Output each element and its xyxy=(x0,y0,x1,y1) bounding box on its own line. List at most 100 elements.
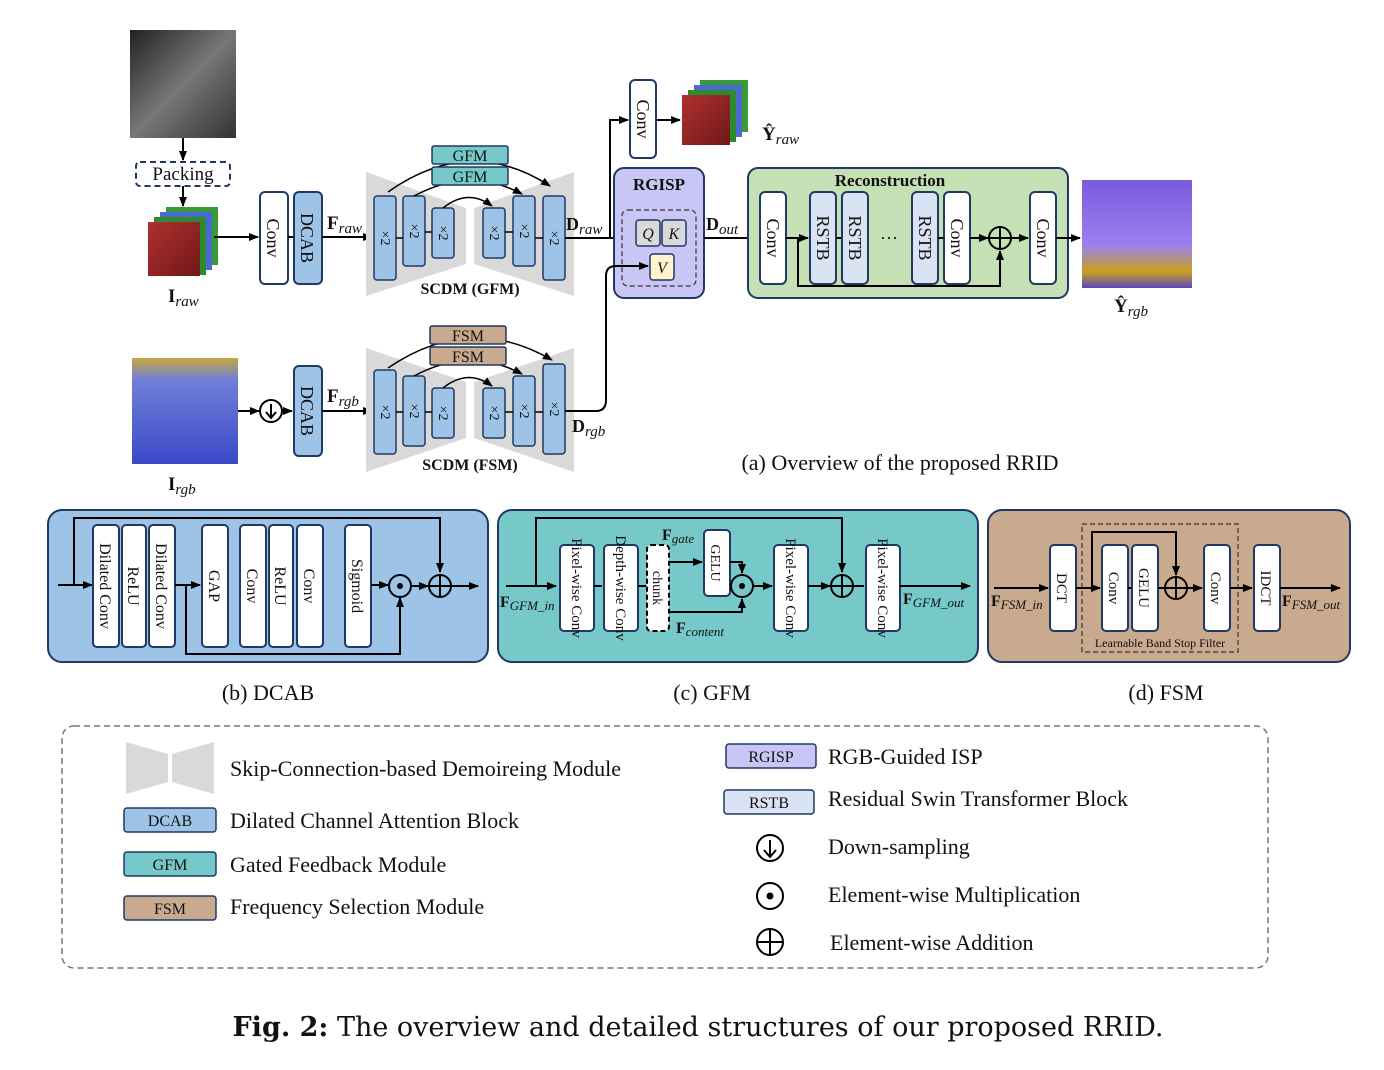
svg-text:V: V xyxy=(657,260,669,277)
svg-text:×2: ×2 xyxy=(486,406,501,421)
svg-text:ReLU: ReLU xyxy=(124,566,141,606)
svg-text:GFM: GFM xyxy=(453,169,488,186)
svg-text:Conv: Conv xyxy=(263,218,283,257)
svg-text:DCAB: DCAB xyxy=(297,386,317,436)
svg-text:Skip-Connection-based Demoirei: Skip-Connection-based Demoireing Module xyxy=(230,756,621,781)
svg-text:RGISP: RGISP xyxy=(633,175,685,194)
overview-caption: (a) Overview of the proposed RRID xyxy=(741,450,1058,475)
legend-mult-icon xyxy=(756,882,784,910)
svg-text:Conv: Conv xyxy=(1207,572,1223,605)
d-out-label: Dout xyxy=(706,214,739,238)
svg-text:Residual Swin Transformer Bloc: Residual Swin Transformer Block xyxy=(828,786,1128,811)
svg-text:Dilated Channel Attention Bloc: Dilated Channel Attention Block xyxy=(230,808,519,833)
svg-text:FGFM_out: FGFM_out xyxy=(903,591,964,610)
svg-text:chunk: chunk xyxy=(649,571,664,605)
svg-text:···: ··· xyxy=(880,228,898,248)
svg-text:FFSM_in: FFSM_in xyxy=(991,593,1043,612)
y-raw-label: Ŷraw xyxy=(762,123,799,148)
i-raw-label: Iraw xyxy=(168,286,199,310)
svg-text:FGFM_in: FGFM_in xyxy=(500,594,555,613)
svg-text:Down-sampling: Down-sampling xyxy=(828,834,970,859)
fsm-tag-top xyxy=(429,325,507,345)
svg-text:×2: ×2 xyxy=(435,226,450,241)
svg-text:ReLU: ReLU xyxy=(271,566,288,606)
svg-text:Conv: Conv xyxy=(1105,572,1121,605)
svg-text:×2: ×2 xyxy=(516,224,531,239)
k-box xyxy=(661,219,687,247)
svg-text:×2: ×2 xyxy=(546,402,561,417)
svg-text:Pixel-wise Conv: Pixel-wise Conv xyxy=(782,538,798,638)
svg-text:FFSM_out: FFSM_out xyxy=(1282,593,1341,612)
rgb-input-image xyxy=(132,358,238,464)
y-rgb-image xyxy=(1082,180,1192,288)
svg-text:FSM: FSM xyxy=(452,328,484,345)
q-box xyxy=(635,219,661,247)
svg-text:DCAB: DCAB xyxy=(297,213,317,263)
svg-text:RSTB: RSTB xyxy=(749,795,789,812)
svg-text:Element-wise Addition: Element-wise Addition xyxy=(830,930,1033,955)
svg-text:RSTB: RSTB xyxy=(813,215,833,260)
svg-text:DCAB: DCAB xyxy=(148,813,192,830)
svg-text:Conv: Conv xyxy=(300,569,317,604)
scdm-gfm-label: SCDM (GFM) xyxy=(420,281,519,298)
svg-text:FSM: FSM xyxy=(154,901,186,918)
svg-text:Dilated Conv: Dilated Conv xyxy=(96,543,113,629)
svg-text:Conv: Conv xyxy=(947,218,967,257)
f-rgb-label: Frgb xyxy=(327,386,359,410)
svg-text:×2: ×2 xyxy=(516,404,531,419)
svg-text:×2: ×2 xyxy=(406,404,421,419)
legend-box xyxy=(61,725,1269,969)
legend-scdm-icon xyxy=(126,742,168,794)
figure-caption: Fig. 2: The overview and detailed struct… xyxy=(233,1012,1164,1043)
svg-text:IDCT: IDCT xyxy=(1257,571,1273,606)
svg-text:Conv: Conv xyxy=(243,569,260,604)
svg-text:Fcontent: Fcontent xyxy=(676,620,724,639)
svg-text:RGB-Guided ISP: RGB-Guided ISP xyxy=(828,744,983,769)
svg-text:GELU: GELU xyxy=(1135,568,1151,608)
fsm-caption: (d) FSM xyxy=(1128,680,1203,705)
svg-text:Gated Feedback Module: Gated Feedback Module xyxy=(230,852,446,877)
gfm-tag-top xyxy=(431,145,509,165)
svg-text:×2: ×2 xyxy=(546,231,561,246)
y-rgb-label: Ŷrgb xyxy=(1114,295,1149,320)
i-rgb-label: Irgb xyxy=(168,474,196,498)
svg-text:Learnable Band Stop Filter: Learnable Band Stop Filter xyxy=(1095,636,1225,650)
d-rgb-label: Drgb xyxy=(572,416,606,440)
svg-text:Conv: Conv xyxy=(1033,218,1053,257)
svg-text:×2: ×2 xyxy=(377,405,392,420)
svg-text:GAP: GAP xyxy=(205,570,222,602)
svg-text:Reconstruction: Reconstruction xyxy=(835,171,946,190)
svg-text:Depth-wise Conv: Depth-wise Conv xyxy=(612,535,628,641)
scdm-fsm-label: SCDM (FSM) xyxy=(422,457,518,474)
d-raw-label: Draw xyxy=(566,214,602,238)
svg-text:Frequency Selection Module: Frequency Selection Module xyxy=(230,894,484,919)
svg-text:×2: ×2 xyxy=(406,224,421,239)
svg-text:FSM: FSM xyxy=(452,349,484,366)
svg-text:×2: ×2 xyxy=(435,406,450,421)
svg-text:GFM: GFM xyxy=(453,148,488,165)
svg-text:RSTB: RSTB xyxy=(845,215,865,260)
dcab-caption: (b) DCAB xyxy=(222,680,314,705)
svg-text:RSTB: RSTB xyxy=(915,215,935,260)
svg-text:RGISP: RGISP xyxy=(748,749,793,766)
svg-text:×2: ×2 xyxy=(377,231,392,246)
v-box xyxy=(649,253,675,281)
svg-text:Fgate: Fgate xyxy=(662,527,694,546)
svg-text:GFM: GFM xyxy=(153,857,188,874)
svg-text:GELU: GELU xyxy=(707,544,722,581)
svg-text:Dilated Conv: Dilated Conv xyxy=(152,543,169,629)
svg-text:Sigmoid: Sigmoid xyxy=(348,559,365,613)
packing-box xyxy=(135,161,231,187)
svg-text:Q: Q xyxy=(642,226,654,243)
gfm-caption: (c) GFM xyxy=(673,680,751,705)
svg-text:×2: ×2 xyxy=(486,226,501,241)
f-raw-label: Fraw xyxy=(327,213,362,237)
svg-text:Conv: Conv xyxy=(763,218,783,257)
svg-text:DCT: DCT xyxy=(1053,573,1069,603)
legend-down-icon xyxy=(756,834,784,862)
svg-text:Pixel-wise Conv: Pixel-wise Conv xyxy=(874,538,890,638)
rstb-2 xyxy=(841,191,869,285)
raw-moire-image xyxy=(130,30,236,138)
packing-label: Packing xyxy=(152,164,214,185)
